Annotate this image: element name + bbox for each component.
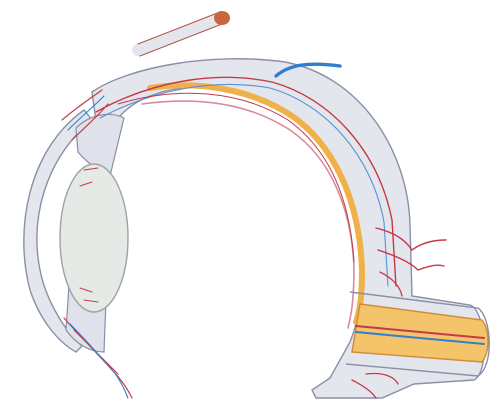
lens: [60, 164, 128, 312]
muscle-tip: [214, 11, 230, 25]
